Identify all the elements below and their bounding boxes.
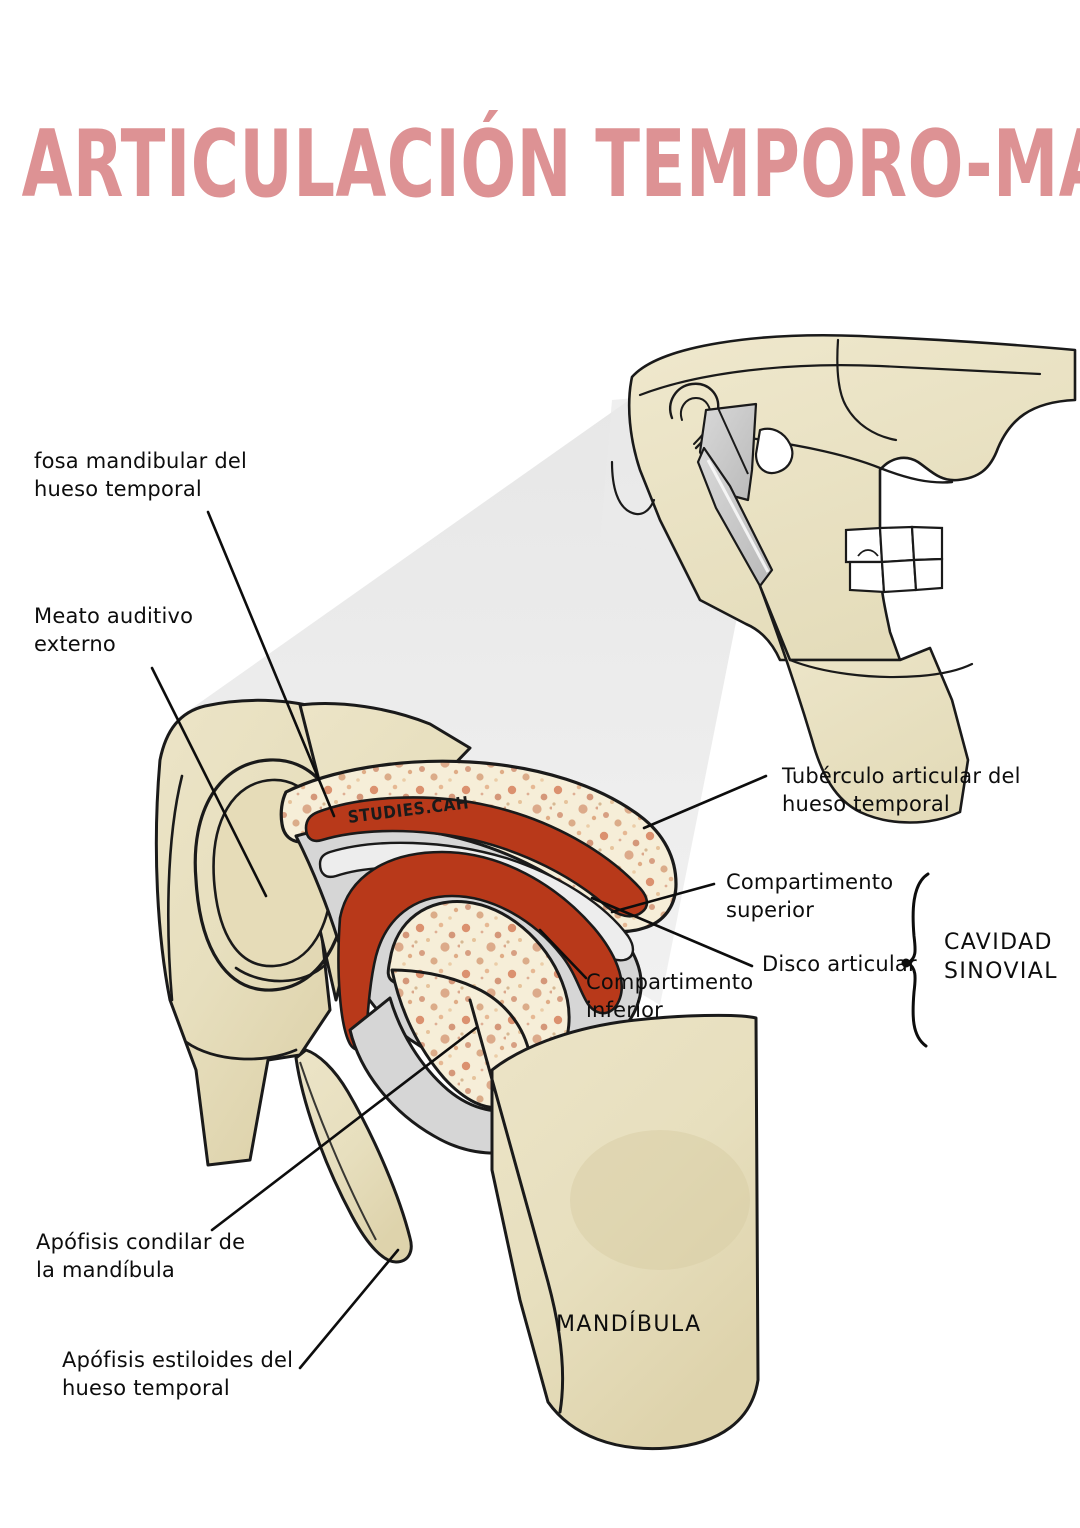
ramus-anterior-border: [468, 998, 565, 1414]
leader-compartimento-inferior: [538, 928, 588, 980]
label-compartimento-superior: Compartimento superior: [726, 870, 894, 923]
label-compartimento-inferior: Compartimento inferior: [586, 970, 754, 1023]
inset-mandible: [758, 584, 970, 824]
inset-upper-teeth: [844, 525, 944, 564]
cartilage-upper-band: [304, 796, 649, 918]
leader-apofisis-condilar: [210, 1026, 478, 1232]
label-fosa-mandibular: fosa mandibular del hueso temporal: [34, 449, 248, 502]
inset-lower-teeth: [848, 557, 944, 594]
label-meato-auditivo: Meato auditivo externo: [34, 604, 194, 657]
label-mandibula: MANDÍBULA: [556, 1312, 702, 1337]
page-title: ARTICULACIÓN TEMPORO-MANDIBULAR: [21, 109, 1080, 219]
leader-tuberculo: [642, 774, 768, 830]
label-tuberculo-articular: Tubérculo articular del hueso temporal: [782, 764, 1021, 817]
label-disco-articular: Disco articular: [762, 952, 917, 976]
inset-skull-lateral: [600, 334, 1077, 824]
leader-meato-auditivo: [150, 666, 268, 898]
leader-lines: [150, 510, 768, 1370]
styloid-process: [294, 1048, 413, 1264]
leader-fosa-mandibular: [206, 510, 336, 818]
main-tmj-section: [150, 510, 930, 1451]
label-apofisis-condilar: Apófisis condilar de la mandíbula: [36, 1230, 246, 1283]
inset-mandibular-notch: [754, 427, 794, 475]
leader-disco-articular: [590, 896, 754, 968]
inset-tmj-highlight: [696, 402, 774, 588]
label-cavidad-sinovial: CAVIDAD SINOVIAL: [944, 930, 1058, 985]
leader-compartimento-superior: [610, 882, 716, 914]
leader-apofisis-estiloides: [298, 1248, 400, 1370]
label-apofisis-estiloides: Apófisis estiloides del hueso temporal: [62, 1348, 294, 1401]
cavidad-sinovial-brace: [901, 872, 930, 1048]
